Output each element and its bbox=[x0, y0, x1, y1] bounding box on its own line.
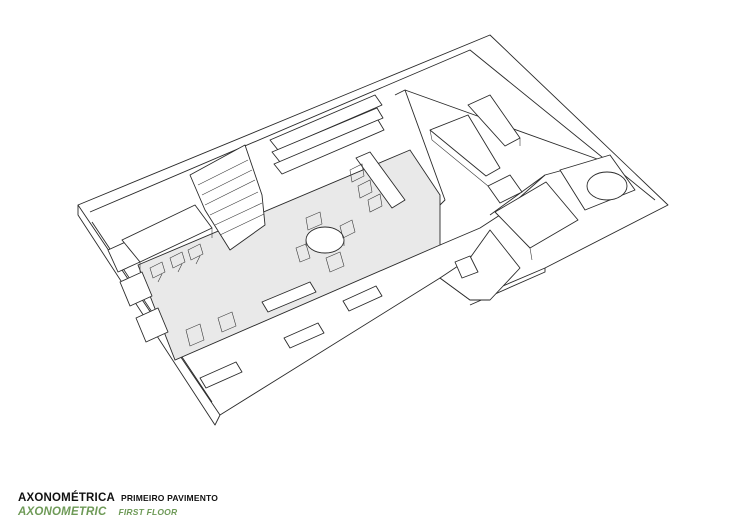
left-wall-niches bbox=[107, 239, 169, 343]
caption-english: AXONOMETRIC FIRST FLOOR bbox=[18, 503, 218, 518]
small-block bbox=[487, 174, 523, 204]
round-fixture bbox=[559, 154, 636, 211]
back-room-counter bbox=[429, 94, 521, 187]
front-windows bbox=[199, 285, 383, 389]
stair-block bbox=[189, 144, 266, 251]
right-desk bbox=[349, 151, 406, 213]
left-desk bbox=[121, 204, 213, 283]
top-shelves bbox=[269, 94, 385, 175]
round-table bbox=[295, 211, 356, 273]
front-counter bbox=[261, 281, 317, 313]
caption-subtitle-en: FIRST FLOOR bbox=[118, 507, 178, 517]
main-hall-floor bbox=[137, 149, 441, 361]
front-chairs bbox=[185, 311, 237, 347]
caption-title-en: AXONOMETRIC bbox=[18, 506, 107, 518]
annex-room bbox=[439, 229, 521, 301]
caption-title-pt: AXONOMÉTRICA bbox=[18, 492, 115, 504]
caption-portuguese: AXONOMÉTRICA PRIMEIRO PAVIMENTO bbox=[18, 489, 219, 504]
bathroom-cubicle bbox=[494, 181, 579, 261]
caption-subtitle-pt: PRIMEIRO PAVIMENTO bbox=[120, 493, 219, 503]
figure-caption: AXONOMÉTRICA PRIMEIRO PAVIMENTO AXONOMETR… bbox=[18, 489, 219, 518]
